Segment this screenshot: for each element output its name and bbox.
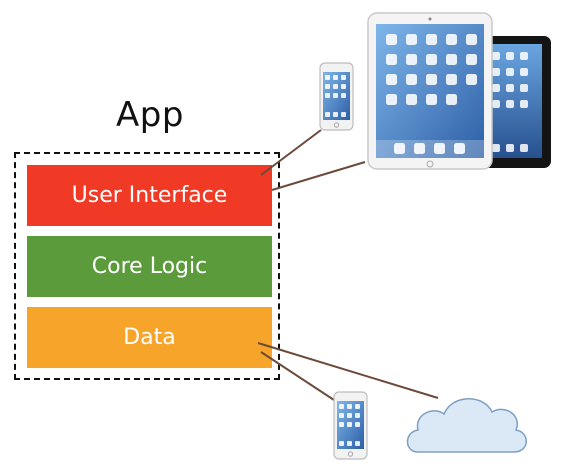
connector-data-cloud (257, 342, 439, 399)
layer-data: Data (27, 307, 272, 368)
ipad-white-icon (367, 12, 493, 170)
iphone-top-icon (319, 62, 354, 131)
connector-ui-iphone (260, 129, 322, 176)
cloud-icon (406, 398, 527, 453)
iphone-bottom-icon (333, 391, 368, 460)
layer-user-interface: User Interface (27, 165, 272, 226)
connector-lines (257, 129, 439, 401)
app-title: App (116, 95, 184, 135)
connector-ui-ipad (271, 161, 366, 191)
ipad-black-icon (478, 36, 551, 168)
app-boundary (14, 152, 280, 380)
connector-data-iphone (260, 351, 335, 401)
layer-label: Data (123, 325, 176, 350)
layer-label: User Interface (71, 183, 228, 208)
layer-core-logic: Core Logic (27, 236, 272, 297)
layer-label: Core Logic (91, 254, 208, 279)
